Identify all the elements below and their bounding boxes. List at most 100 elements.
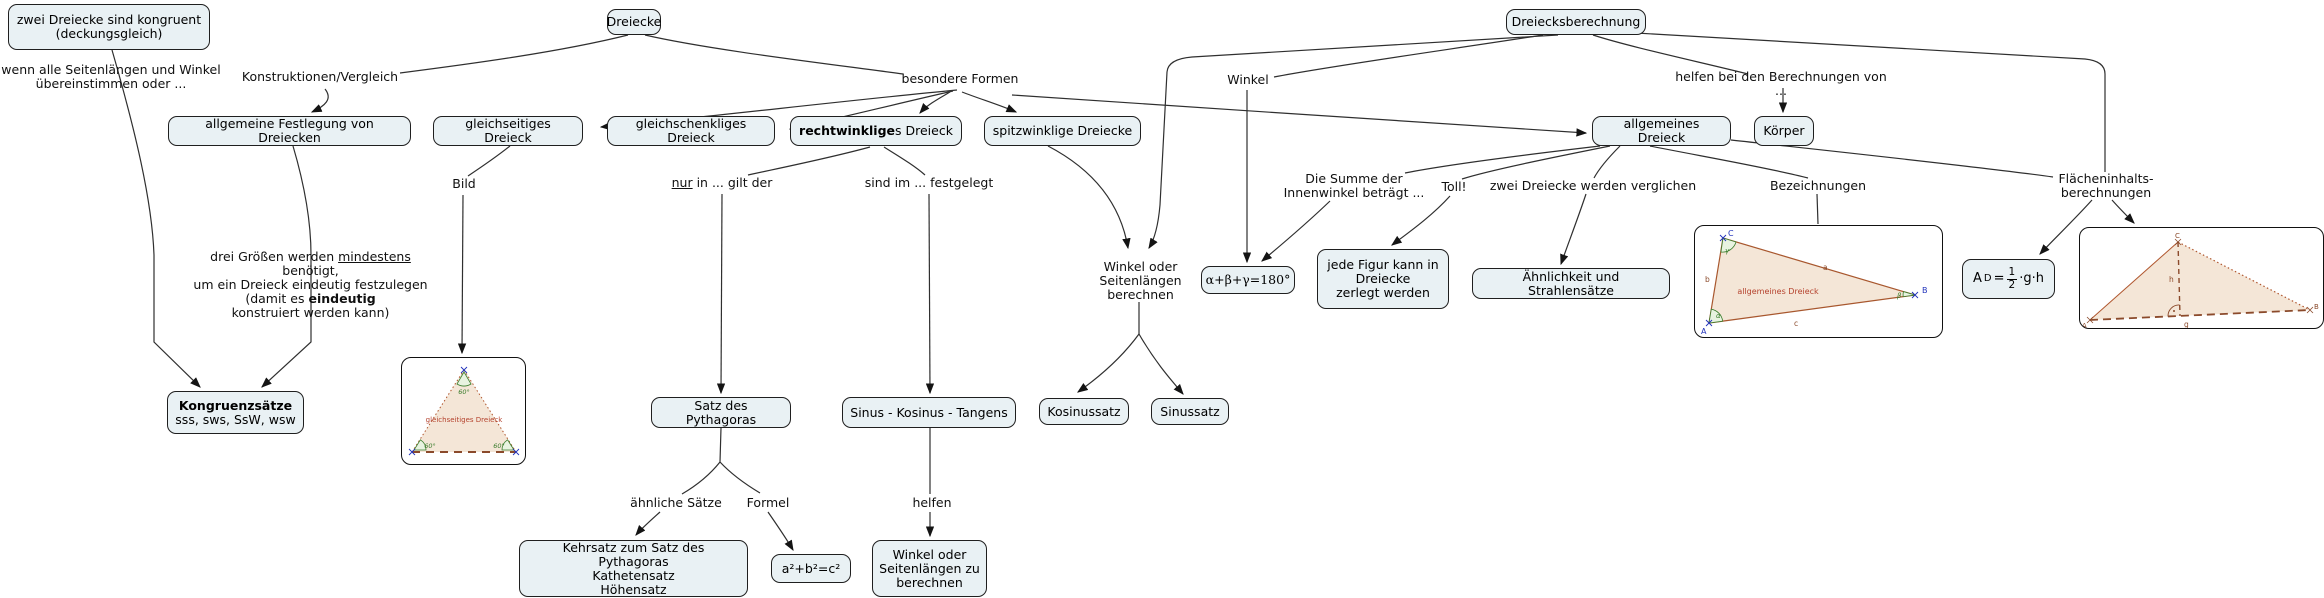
node-text: Ähnlichkeit und Strahlensätze xyxy=(1522,268,1620,298)
link-text: Innenwinkel beträgt ... xyxy=(1283,185,1425,200)
link-sind-im-festgelegt[interactable]: sind im ... festgelegt xyxy=(862,176,996,190)
edge-rechtwinklig-sindim xyxy=(883,146,926,176)
edge-allgemein-bezeichnungen xyxy=(1649,145,1809,179)
link-text: Flächeninhalts- xyxy=(2058,171,2154,186)
node-satz-des-pythagoras[interactable]: Satz des Pythagoras xyxy=(651,397,791,428)
node-text: Sinussatz xyxy=(1160,403,1220,419)
link-aehnliche-saetze[interactable]: ähnliche Sätze xyxy=(626,496,726,510)
edge-flaeche-formel xyxy=(2039,199,2093,255)
formula-rest: ·g·h xyxy=(2019,270,2044,286)
link-text: konstruiert werden kann) xyxy=(231,305,390,320)
node-kongruenzsaetze[interactable]: Kongruenzsätze sss, sws, SsW, wsw xyxy=(167,391,304,434)
link-flaecheninhaltsberechnungen[interactable]: Flächeninhalts- berechnungen xyxy=(2050,172,2162,200)
edge-besondere-allgemein xyxy=(1011,94,1588,137)
node-allgemeine-festlegung[interactable]: allgemeine Festlegung von Dreiecken xyxy=(168,116,411,146)
link-text: um ein Dreieck eindeutig festzulegen xyxy=(193,277,428,292)
edge-spitzwinklig-winkeloder xyxy=(1047,145,1131,250)
edge-winkeloder-kosinussatz xyxy=(1077,333,1140,393)
vertex-label: C xyxy=(1728,229,1734,238)
node-text: α+β+γ=180° xyxy=(1205,272,1291,287)
node-winkel-seitenlaengen-zu-berechnen[interactable]: Winkel oder Seitenlängen zu berechnen xyxy=(872,540,987,597)
node-dreiecke[interactable]: Dreiecke xyxy=(607,9,661,35)
node-text: a²+b²=c² xyxy=(781,560,841,576)
link-text: zwei Dreiecke werden verglichen xyxy=(1489,178,1697,193)
node-text: rechtwinklige xyxy=(799,123,895,138)
vertex-label: B xyxy=(1922,286,1928,295)
node-kosinussatz[interactable]: Kosinussatz xyxy=(1039,398,1129,425)
edge-berechnung-winkel xyxy=(1273,34,1544,78)
figure-caption: allgemeines Dreieck xyxy=(1737,287,1819,296)
node-text: zerlegt werden xyxy=(1336,285,1430,300)
node-zwei-dreiecke-kongruent[interactable]: zwei Dreiecke sind kongruent (deckungsgl… xyxy=(8,4,210,50)
node-text: Sinus - Kosinus - Tangens xyxy=(850,404,1008,420)
labeled-triangle-figure: C A B b a c γ α β allgemeines Dreieck xyxy=(1701,229,1928,336)
edge-bild-img xyxy=(457,194,467,355)
edge-dreiecke-besondere xyxy=(644,34,904,75)
node-text: Seitenlängen zu xyxy=(879,560,980,576)
image-flaechen-dreieck[interactable]: h g A B C xyxy=(2079,227,2324,329)
node-gleichseitiges-dreieck[interactable]: gleichseitiges Dreieck xyxy=(433,116,583,146)
vertex-markers xyxy=(1705,234,1919,327)
link-wenn-alle[interactable]: wenn alle Seitenlängen und Winkel überei… xyxy=(0,63,222,91)
link-nur-in-gilt-der[interactable]: nur in ... gilt der xyxy=(666,176,778,190)
edge-allgemein-verglichen xyxy=(1593,145,1621,179)
node-text: Höhensatz xyxy=(600,581,667,597)
link-helfen-bei-berechnungen[interactable]: helfen bei den Berechnungen von ... xyxy=(1668,70,1894,98)
edge-rechtwinklig-nurin xyxy=(747,146,871,176)
edge-summe-alpha xyxy=(1261,200,1331,262)
link-text: wenn alle Seitenlängen und Winkel xyxy=(1,62,221,77)
node-allgemeines-dreieck[interactable]: allgemeines Dreieck xyxy=(1592,116,1731,146)
link-text: Winkel oder xyxy=(1103,259,1178,274)
edge-verglichen-aehnlichkeit xyxy=(1560,193,1587,266)
link-konstruktionen-vergleich[interactable]: Konstruktionen/Vergleich xyxy=(240,70,400,84)
node-dreiecksberechnung[interactable]: Dreiecksberechnung xyxy=(1506,9,1646,35)
edge-berechnung-flaeche xyxy=(1635,32,2106,172)
link-text: helfen bei den Berechnungen von ... xyxy=(1675,69,1887,98)
edge-formel-pythformel xyxy=(767,511,794,552)
node-text: berechnen xyxy=(896,574,963,590)
link-drei-groessen[interactable]: drei Größen werden mindestens benötigt, … xyxy=(183,250,438,320)
node-rechtwinkliges-dreieck[interactable]: rechtwinkliges Dreieck xyxy=(790,116,962,146)
node-aehnlichkeit-strahlensaetze[interactable]: Ähnlichkeit und Strahlensätze xyxy=(1472,268,1670,299)
node-sinus-kosinus-tangens[interactable]: Sinus - Kosinus - Tangens xyxy=(842,397,1016,428)
edge-dreiecke-konstruktionen xyxy=(399,34,629,74)
link-bezeichnungen[interactable]: Bezeichnungen xyxy=(1768,179,1868,193)
edge-allgemein-toll xyxy=(1461,145,1611,180)
edge-nurin-pythagoras xyxy=(716,193,726,395)
link-toll[interactable]: Toll! xyxy=(1432,180,1476,194)
link-formel[interactable]: Formel xyxy=(742,496,794,510)
link-helfen[interactable]: helfen xyxy=(906,496,958,510)
link-die-summe-innenwinkel[interactable]: Die Summe der Innenwinkel beträgt ... xyxy=(1283,172,1425,200)
link-text: Formel xyxy=(746,495,790,510)
angle-label: 60° xyxy=(424,442,436,450)
edge-besondere-rechtwinklig xyxy=(919,91,951,114)
link-text: Toll! xyxy=(1441,179,1467,194)
link-bild[interactable]: Bild xyxy=(444,177,484,191)
link-winkel[interactable]: Winkel xyxy=(1222,73,1274,87)
link-text: Bezeichnungen xyxy=(1769,178,1867,193)
node-gleichschenkliges-dreieck[interactable]: gleichschenkliges Dreieck xyxy=(607,116,775,146)
link-text: benötigt, xyxy=(282,263,339,278)
node-sinussatz[interactable]: Sinussatz xyxy=(1151,398,1229,425)
vertex-label: A xyxy=(1701,327,1707,336)
node-kehrsatz[interactable]: Kehrsatz zum Satz des Pythagoras Kathete… xyxy=(519,540,748,597)
angle-label: 60° xyxy=(458,388,470,396)
link-zwei-dreiecke-verglichen[interactable]: zwei Dreiecke werden verglichen xyxy=(1488,179,1698,193)
node-text: Kathetensatz xyxy=(592,567,675,583)
node-text: Dreiecke xyxy=(1355,271,1411,286)
formula-equals: = xyxy=(1993,270,2005,286)
link-text: ähnliche Sätze xyxy=(630,495,722,510)
node-koerper[interactable]: Körper xyxy=(1754,116,1814,146)
link-besondere-formen[interactable]: besondere Formen xyxy=(900,72,1020,86)
node-innenwinkelsumme-formel[interactable]: α+β+γ=180° xyxy=(1201,266,1295,294)
base-label: g xyxy=(2184,320,2189,329)
image-bezeichnungen-dreieck[interactable]: C A B b a c γ α β allgemeines Dreieck xyxy=(1694,225,1943,338)
node-pythagoras-formel[interactable]: a²+b²=c² xyxy=(771,554,851,583)
link-winkel-oder-seitenlaengen[interactable]: Winkel oder Seitenlängen berechnen xyxy=(1093,260,1188,302)
edge-pythagoras-fork xyxy=(681,427,761,495)
node-text: Dreiecksberechnung xyxy=(1511,14,1641,29)
image-gleichseitiges-dreieck[interactable]: 60° 60° 60° gleichseitiges Dreieck xyxy=(401,357,526,465)
node-jede-figur[interactable]: jede Figur kann in Dreiecke zerlegt werd… xyxy=(1317,249,1449,309)
node-spitzwinklige-dreiecke[interactable]: spitzwinklige Dreiecke xyxy=(984,116,1141,146)
